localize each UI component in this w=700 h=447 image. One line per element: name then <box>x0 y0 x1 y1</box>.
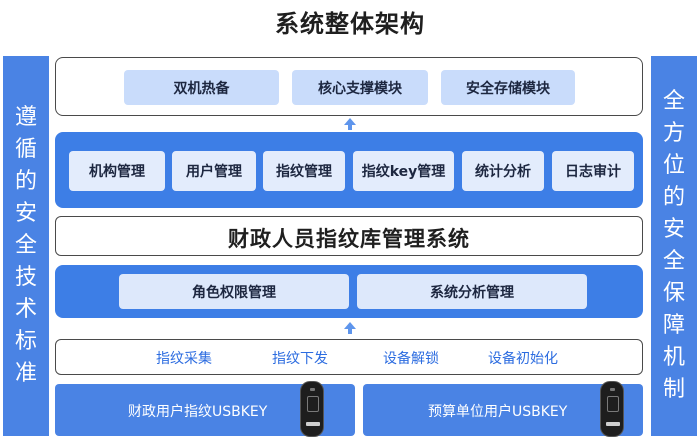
function-item: 指纹下发 <box>272 351 328 367</box>
right-side-char: 安 <box>662 217 685 242</box>
top-layer-item: 安全存储模块 <box>441 70 575 105</box>
management-item: 指纹key管理 <box>353 151 454 191</box>
left-side-char: 准 <box>14 361 37 386</box>
device-indicator <box>310 388 315 391</box>
up-arrow-stem <box>348 125 352 130</box>
diagram-title: 系统整体架构 <box>275 10 425 38</box>
system-name: 财政人员指纹库管理系统 <box>228 227 470 251</box>
function-item: 设备初始化 <box>488 351 558 367</box>
usbkey-device-icon <box>600 381 624 437</box>
right-side-char: 的 <box>662 185 685 210</box>
usbkey-label: 财政用户指纹USBKEY <box>128 404 268 420</box>
device-indicator <box>610 388 615 391</box>
right-side-char: 制 <box>662 377 685 402</box>
role-layer-item: 角色权限管理 <box>119 274 349 309</box>
up-arrow-stem <box>348 329 352 334</box>
right-side-char: 机 <box>662 345 685 370</box>
left-side-char: 安 <box>14 201 37 226</box>
function-item: 设备解锁 <box>383 351 439 367</box>
system-name-box: 财政人员指纹库管理系统 <box>55 216 643 256</box>
function-item: 指纹采集 <box>156 351 212 367</box>
left-side-char: 遵 <box>14 105 37 130</box>
left-side-bar: 遵 循 的 安 全 技 术 标 准 <box>3 56 49 436</box>
management-item: 统计分析 <box>462 151 544 191</box>
right-side-char: 保 <box>662 281 685 306</box>
left-side-char: 标 <box>14 329 37 354</box>
right-side-char: 方 <box>662 121 685 146</box>
top-layer-item: 双机热备 <box>124 70 279 105</box>
left-side-char: 技 <box>14 265 37 290</box>
management-item: 指纹管理 <box>263 151 345 191</box>
device-fingerprint-sensor <box>307 396 319 412</box>
right-side-char: 全 <box>662 89 685 114</box>
usbkey-label: 预算单位用户USBKEY <box>428 404 568 420</box>
left-side-char: 术 <box>14 297 37 322</box>
left-side-char: 全 <box>14 233 37 258</box>
functions-box <box>55 339 643 375</box>
left-side-char: 的 <box>14 169 37 194</box>
up-arrow-icon <box>344 322 356 329</box>
right-side-char: 位 <box>662 153 685 178</box>
top-layer-item: 核心支撑模块 <box>292 70 428 105</box>
usbkey-box-budget: 预算单位用户USBKEY <box>363 384 643 436</box>
right-side-char: 全 <box>662 249 685 274</box>
device-tag <box>606 422 620 426</box>
up-arrow-icon <box>344 118 356 125</box>
device-tag <box>306 422 320 426</box>
left-side-char: 循 <box>14 137 37 162</box>
management-item: 用户管理 <box>172 151 256 191</box>
management-item: 机构管理 <box>69 151 165 191</box>
right-side-bar: 全 方 位 的 安 全 保 障 机 制 <box>651 56 697 436</box>
role-layer-item: 系统分析管理 <box>357 274 587 309</box>
usbkey-device-icon <box>300 381 324 437</box>
management-item: 日志审计 <box>552 151 634 191</box>
device-fingerprint-sensor <box>607 396 619 412</box>
right-side-char: 障 <box>662 313 685 338</box>
